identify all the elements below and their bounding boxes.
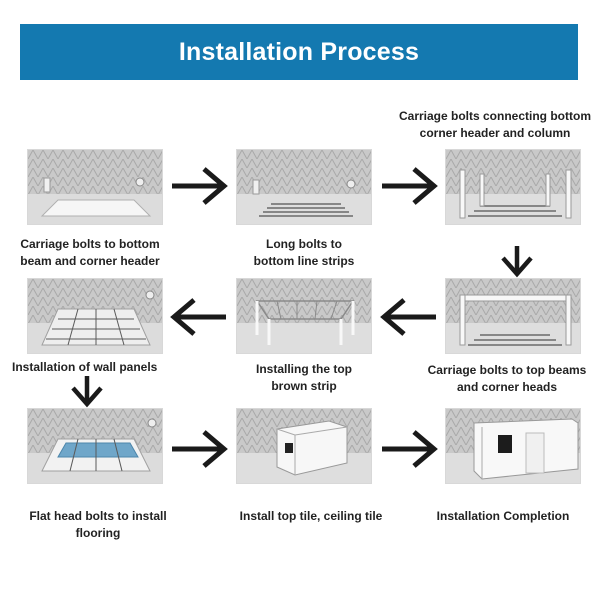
page-title: Installation Process: [178, 37, 420, 66]
step-image-1: [27, 149, 163, 225]
step-image-6: [27, 278, 163, 354]
step-caption-8: Install top tile, ceiling tile: [239, 509, 383, 523]
arrow-right-icon: [172, 430, 228, 468]
step-image-8: [236, 408, 372, 484]
arrow-down-icon: [71, 376, 103, 408]
step-image-9: [445, 408, 581, 484]
step-image-5: [236, 278, 372, 354]
arrow-down-icon: [501, 246, 533, 278]
arrow-left-icon: [380, 298, 436, 336]
step-caption-9: Installation Completion: [436, 509, 570, 523]
step-image-3: [445, 149, 581, 225]
step-image-2: [236, 149, 372, 225]
arrow-left-icon: [170, 298, 226, 336]
step-caption-6: Installation of wall panels: [12, 360, 158, 374]
title-banner: Installation Process: [20, 24, 578, 80]
arrow-right-icon: [172, 167, 228, 205]
step-image-7: [27, 408, 163, 484]
arrow-right-icon: [382, 430, 438, 468]
arrow-right-icon: [382, 167, 438, 205]
step-image-4: [445, 278, 581, 354]
